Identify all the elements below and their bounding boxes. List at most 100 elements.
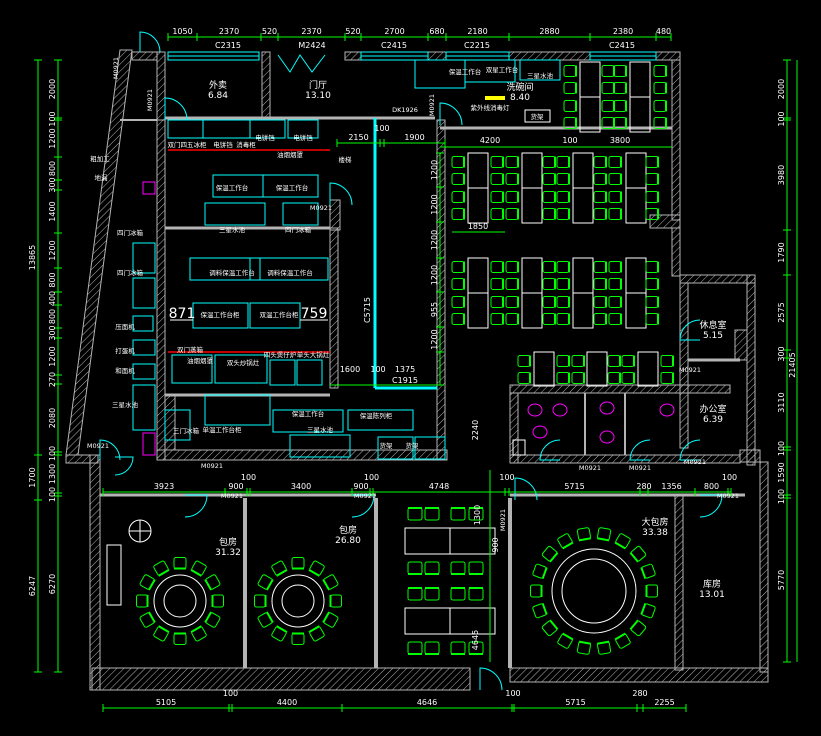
sideboard	[106, 544, 122, 606]
chair-seat	[556, 156, 570, 168]
door-swing	[439, 102, 463, 126]
kitchen-equipment	[464, 59, 516, 83]
wall	[739, 449, 761, 463]
chair-seat	[608, 173, 622, 185]
storage-shelf	[524, 109, 551, 123]
chair-seat	[542, 313, 556, 325]
chair-seat	[490, 191, 504, 203]
chair-back	[308, 625, 320, 634]
chair	[593, 173, 607, 185]
chair	[613, 100, 627, 112]
chair-seat	[608, 156, 622, 168]
door-code: M0921	[499, 509, 507, 531]
dimension-label: 100	[223, 689, 238, 698]
kitchen-equipment	[132, 277, 156, 309]
chair-seat	[645, 156, 659, 168]
chair-seat	[556, 191, 570, 203]
toilet	[532, 425, 548, 439]
wall	[655, 51, 681, 61]
chair	[532, 563, 548, 580]
dimension-label: 2370	[219, 27, 239, 36]
dimension-label: 6270	[48, 574, 57, 594]
chair	[660, 355, 674, 367]
kitchen-equipment	[262, 174, 319, 198]
chair-seat	[490, 278, 504, 290]
chair-seat	[468, 561, 484, 575]
dimension-label: 5770	[777, 570, 786, 590]
dimension-label: 2380	[613, 27, 633, 36]
chair-seat	[451, 313, 465, 325]
wall	[649, 214, 681, 229]
chair	[653, 65, 667, 77]
chair	[271, 625, 288, 642]
chair	[505, 173, 519, 185]
kitchen-equipment	[214, 354, 268, 384]
equipment-label: 打蛋机	[115, 346, 135, 355]
chair-seat	[254, 594, 266, 608]
kitchen-equipment	[519, 59, 561, 81]
dimension-label: 680	[429, 27, 444, 36]
chair	[645, 313, 659, 325]
chair-back	[640, 602, 647, 615]
dimension-label: 800	[48, 161, 57, 176]
dining-table	[629, 61, 651, 98]
dimension-label: 100	[505, 689, 520, 698]
dining-table	[467, 187, 489, 224]
door-swing	[164, 97, 188, 121]
dimension-label: 4400	[277, 698, 297, 707]
chair	[542, 208, 556, 220]
room-area: 26.80	[335, 536, 361, 546]
slanted-west-wall	[65, 49, 133, 456]
chair-seat	[407, 507, 423, 521]
chair	[505, 296, 519, 308]
room-area: 13.10	[305, 91, 331, 101]
chair	[556, 208, 570, 220]
dimension-label: 480	[656, 27, 671, 36]
room-area: 31.32	[215, 548, 241, 558]
chair	[450, 587, 466, 601]
toilet	[552, 403, 568, 417]
chair	[136, 594, 149, 608]
chair-seat	[541, 545, 558, 562]
chair-back	[265, 611, 274, 623]
chair-seat	[490, 173, 504, 185]
chair	[204, 611, 221, 628]
chair	[541, 545, 559, 563]
dimension-label: 900	[228, 482, 243, 491]
equipment-label: 三星水池	[219, 225, 246, 234]
chair-seat	[593, 173, 607, 185]
kitchen-equipment	[204, 202, 266, 226]
dimension-label: C1915	[392, 376, 418, 385]
room-area: 5.15	[703, 331, 723, 341]
chair	[608, 278, 622, 290]
fixtures-layer	[99, 31, 723, 691]
dimension-label: 5715	[564, 482, 584, 491]
room-name: 门厅	[309, 79, 327, 91]
equipment-label: 三星水池	[112, 400, 139, 409]
chair	[451, 296, 465, 308]
door-swing	[629, 439, 651, 461]
chair-seat	[407, 587, 423, 601]
dimension-label: 955	[430, 302, 439, 317]
chair-seat	[608, 191, 622, 203]
wall	[156, 449, 448, 461]
chair-back	[562, 632, 574, 641]
door-swing	[329, 182, 353, 206]
dimension-label: 300	[48, 325, 57, 340]
door-swing	[539, 439, 561, 461]
chair-back	[629, 619, 639, 630]
dining-table	[625, 257, 647, 294]
chair	[563, 65, 577, 77]
window-code: C2315	[215, 41, 241, 50]
kitchen-equipment	[282, 202, 319, 226]
chair	[556, 156, 570, 168]
chair	[608, 313, 622, 325]
dimension-label: 5105	[156, 698, 176, 707]
chair	[608, 208, 622, 220]
door-code: M0921	[629, 464, 651, 472]
kitchen-equipment	[132, 242, 156, 274]
chair	[601, 100, 615, 112]
chair-seat	[490, 156, 504, 168]
kitchen-equipment	[192, 302, 249, 329]
chair	[542, 173, 556, 185]
